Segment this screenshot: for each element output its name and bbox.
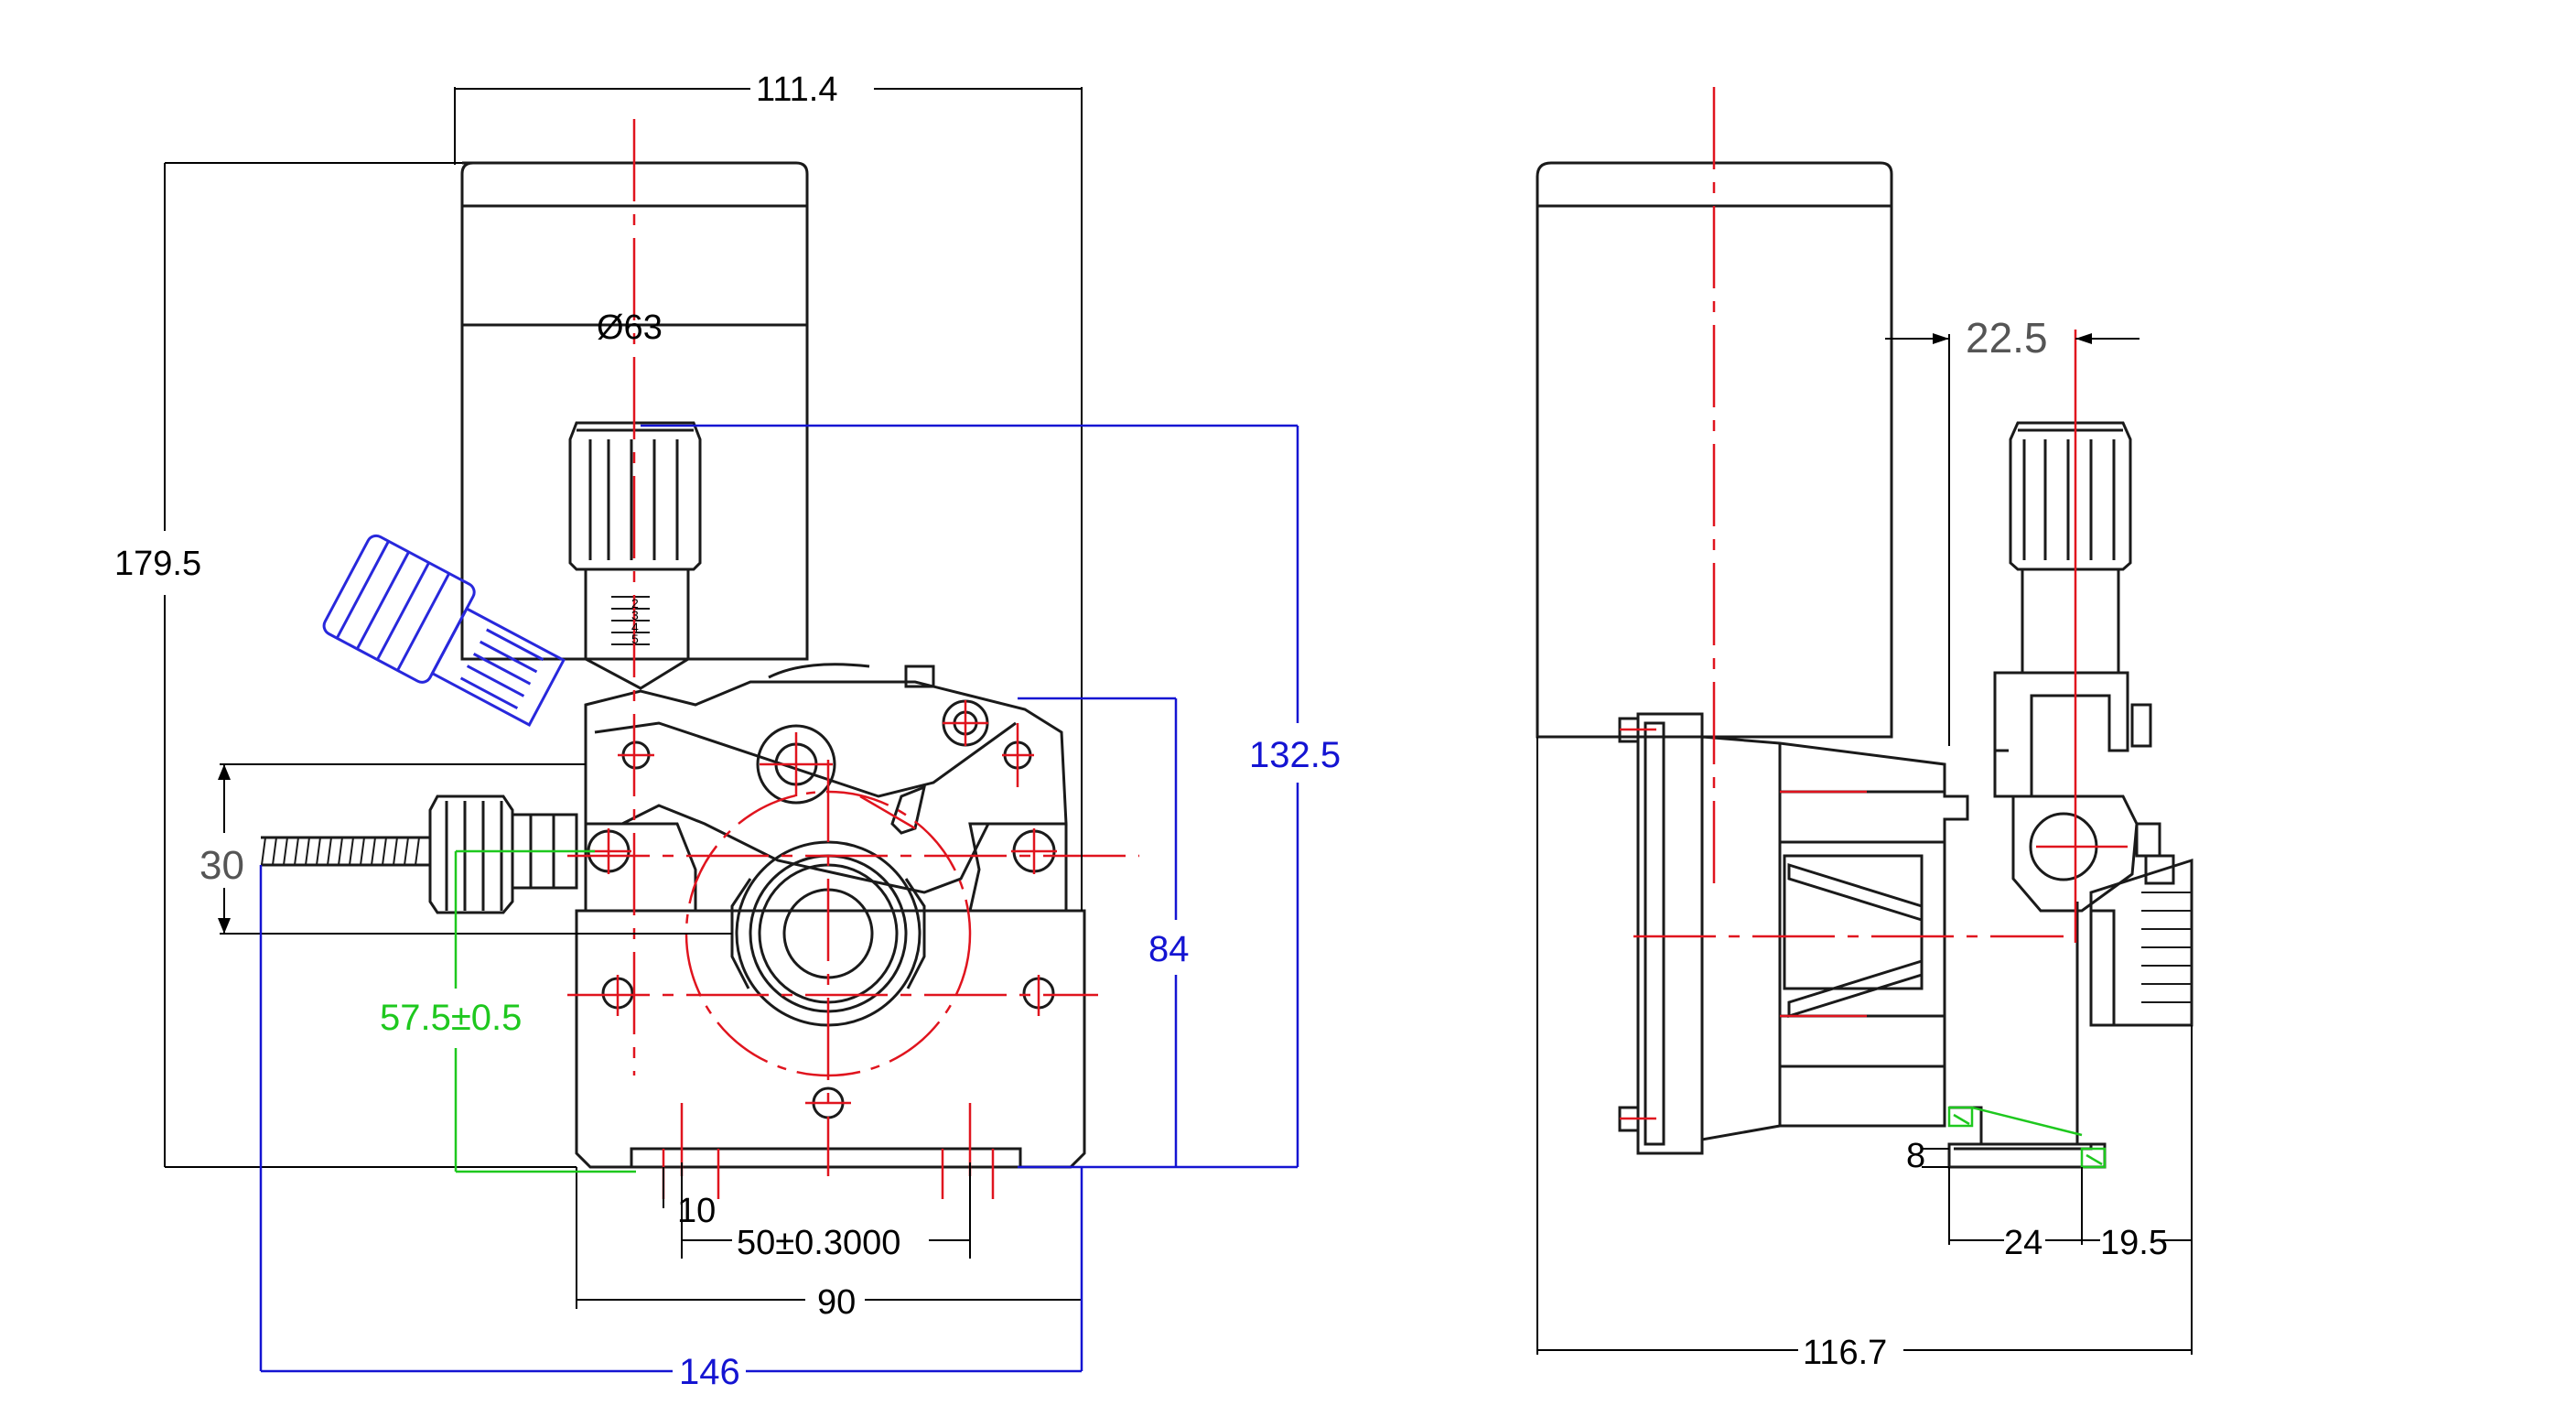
height-overall-label: 179.5 bbox=[114, 545, 201, 583]
scale-label-3: 3 bbox=[631, 608, 639, 622]
side-view bbox=[1536, 161, 2193, 1169]
foot-length-label: 24 bbox=[2004, 1224, 2042, 1262]
tick-10-label: 10 bbox=[677, 1192, 716, 1230]
side-knob bbox=[2009, 421, 2132, 675]
front-dimensions-green bbox=[454, 849, 636, 1173]
height-knob-label: 132.5 bbox=[1249, 735, 1341, 775]
side-motor bbox=[1536, 161, 1893, 739]
scale-label-4: 4 bbox=[631, 620, 639, 634]
front-centerlines bbox=[567, 119, 1139, 1199]
scale-label-5: 5 bbox=[631, 632, 639, 646]
side-green-features bbox=[1947, 1106, 2107, 1169]
offset-vertical-label: 57.5±0.5 bbox=[380, 998, 522, 1038]
tension-knob bbox=[568, 421, 702, 690]
side-flange bbox=[1636, 712, 1704, 1155]
tilted-knob bbox=[322, 534, 566, 727]
inlet-guide bbox=[261, 794, 578, 914]
foot-thickness-label: 8 bbox=[1906, 1137, 1925, 1175]
side-gearbox bbox=[1700, 735, 1969, 1141]
height-mount-label: 84 bbox=[1148, 929, 1190, 969]
front-labels: 111.4 179.5 Ø63 132.5 84 30 57.5±0.5 10 … bbox=[114, 70, 1341, 1392]
side-centerlines bbox=[1620, 87, 2128, 1120]
base-width-label: 90 bbox=[817, 1283, 856, 1322]
foot-offset-label: 19.5 bbox=[2100, 1224, 2168, 1262]
depth-overall-label: 116.7 bbox=[1803, 1334, 1887, 1372]
scale-label-2: 2 bbox=[631, 596, 639, 611]
width-overall-label: 111.4 bbox=[756, 70, 837, 109]
hole-spacing-label: 50±0.3000 bbox=[737, 1224, 900, 1262]
total-width-label: 146 bbox=[679, 1352, 740, 1392]
side-dimensions bbox=[1536, 334, 2193, 1355]
offset-top-label: 22.5 bbox=[1966, 314, 2048, 362]
front-dimensions-blue bbox=[259, 424, 1299, 1373]
side-arrows bbox=[1933, 333, 2092, 344]
pressure-arm bbox=[584, 663, 1068, 894]
side-labels: 22.5 8 24 19.5 116.7 bbox=[1803, 314, 2168, 1372]
front-arrows-black bbox=[218, 764, 231, 934]
motor-diameter-label: Ø63 bbox=[597, 308, 663, 347]
guide-spacing-label: 30 bbox=[199, 843, 244, 888]
